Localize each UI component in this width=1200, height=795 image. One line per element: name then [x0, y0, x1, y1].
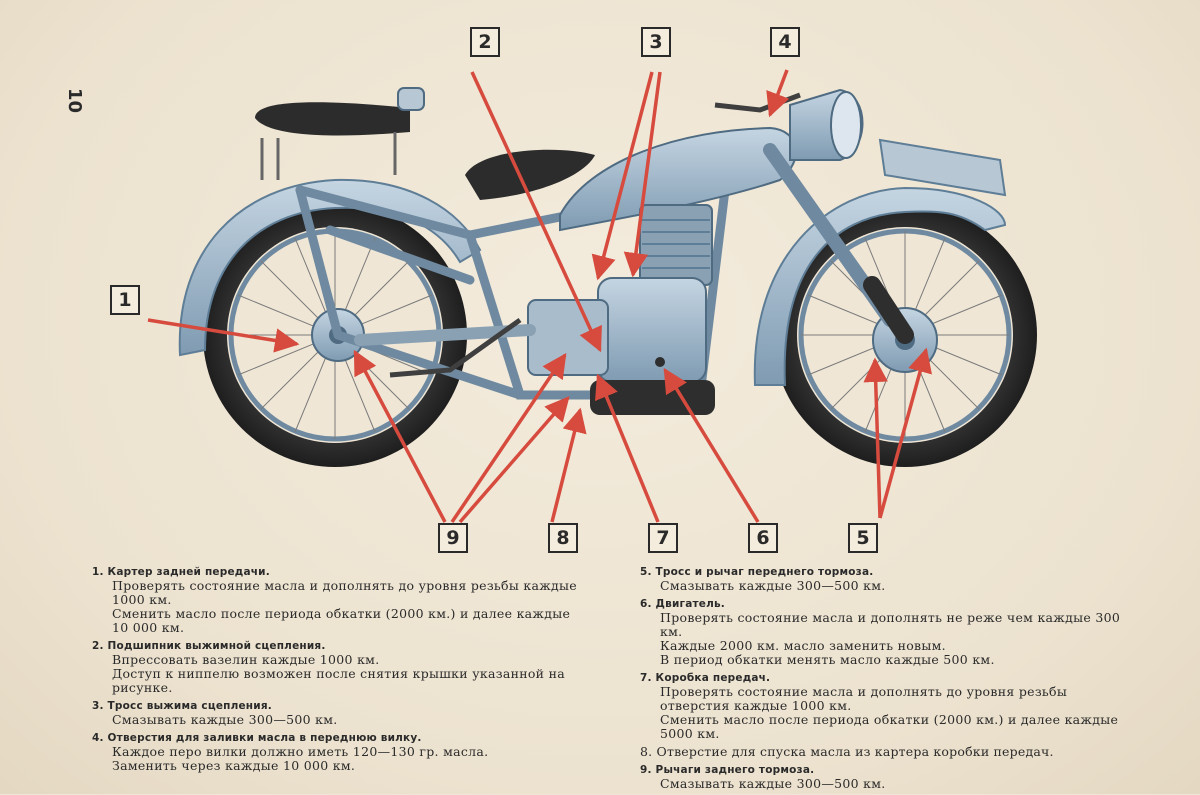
callout-9: 9: [438, 523, 468, 553]
front-fork: [763, 143, 914, 344]
legend-item-7: 7. Коробка передач. Проверять состояние …: [640, 672, 1119, 741]
front-mudflap: [878, 138, 1007, 197]
rear-fender: [178, 178, 482, 357]
callout-8: 8: [548, 523, 578, 553]
callout-3: 3: [641, 27, 671, 57]
callout-2: 2: [470, 27, 500, 57]
pillion-seat: [255, 87, 425, 180]
callout-1: 1: [110, 285, 140, 315]
callout-arrows: [147, 69, 932, 524]
legend-item-6: 6. Двигатель. Проверять состояние масла …: [640, 598, 1121, 667]
callout-5: 5: [848, 523, 878, 553]
engine: [527, 204, 715, 415]
legend-item-1: 1. Картер задней передачи. Проверять сос…: [92, 566, 577, 635]
legend-item-2: 2. Подшипник выжимной сцепления. Впрессо…: [92, 640, 565, 695]
legend-left: 1. Картер задней передачи. Проверять сос…: [92, 565, 582, 777]
headlamp: [789, 88, 864, 161]
motorcycle-diagram: [147, 69, 1037, 524]
callout-4: 4: [770, 27, 800, 57]
legend-item-8: 8. Отверстие для спуска масла из картера…: [640, 744, 1054, 759]
rear-wheel: [203, 203, 467, 467]
rider-seat: [465, 149, 595, 200]
legend-item-3: 3. Тросс выжима сцепления. Смазывать каж…: [92, 700, 338, 727]
legend-item-5: 5. Тросс и рычаг переднего тормоза. Смаз…: [640, 566, 886, 593]
legend-item-4: 4. Отверстия для заливки масла в передню…: [92, 732, 489, 773]
front-fender: [753, 186, 1007, 386]
handlebar: [714, 92, 801, 113]
callout-7: 7: [648, 523, 678, 553]
kickstart-pedal: [389, 317, 522, 378]
callout-6: 6: [748, 523, 778, 553]
legend-item-9: 9. Рычаги заднего тормоза. Смазывать каж…: [640, 764, 886, 791]
legend-right: 5. Тросс и рычаг переднего тормоза. Смаз…: [640, 565, 1130, 795]
